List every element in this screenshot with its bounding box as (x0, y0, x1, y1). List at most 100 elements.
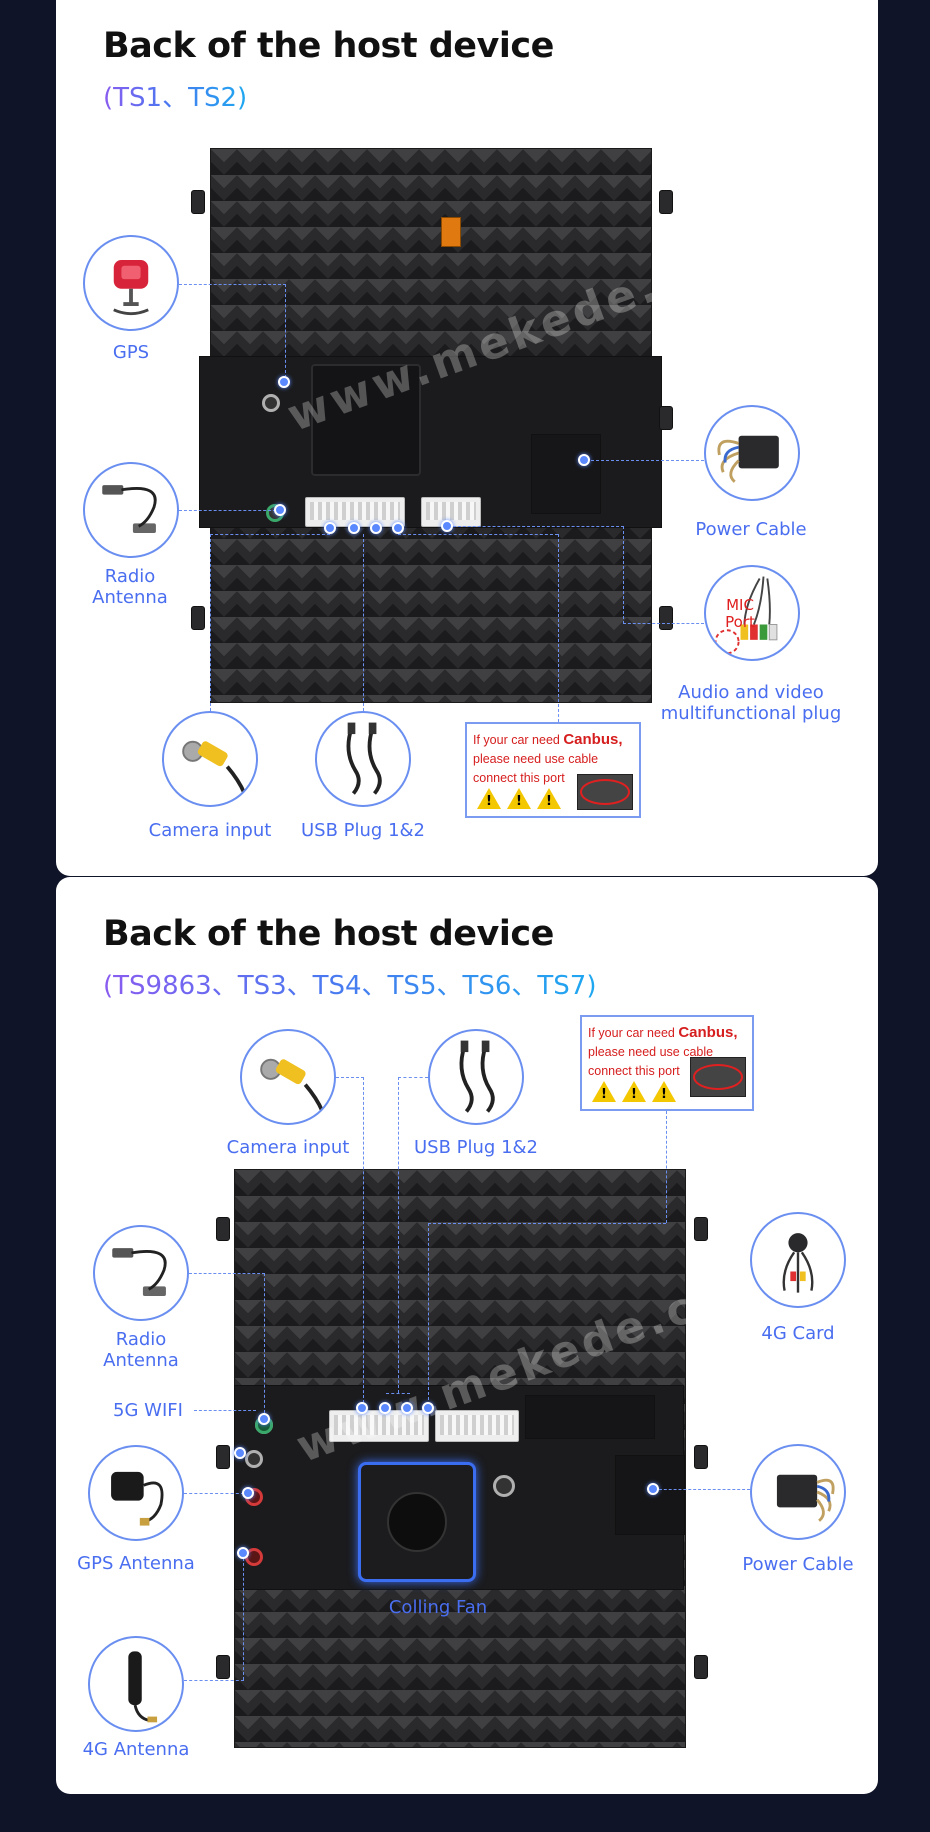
av-dot (441, 520, 453, 532)
gps-callout-image (83, 235, 179, 331)
gps-port (262, 394, 280, 412)
camera-leader (210, 534, 330, 535)
usb-leader (386, 1393, 410, 1394)
canbus-highlight-ring (693, 1064, 743, 1090)
radio-antenna-callout-image (83, 462, 179, 558)
canbus-line-2: please need use cable (473, 752, 599, 766)
power-cable-icon (776, 1474, 835, 1522)
canbus-leader (666, 1111, 667, 1223)
gps-antenna-label: GPS Antenna (77, 1553, 195, 1574)
audio-video-callout-image (704, 565, 800, 661)
av-leader (623, 623, 704, 624)
power-cable-callout-image (750, 1444, 846, 1540)
radio-antenna-cable-icon (112, 1248, 167, 1296)
camera-dot (324, 522, 336, 534)
power-dot (647, 1483, 659, 1495)
cooling-fan-label: Colling Fan (388, 1597, 488, 1618)
mount-tab (659, 606, 673, 630)
av-leader (448, 526, 624, 527)
mount-tab (191, 190, 205, 214)
canbus-leader (428, 1223, 429, 1400)
usb-plug-label: USB Plug 1&2 (300, 820, 426, 841)
gps-dot (278, 376, 290, 388)
canbus-line-2: please need use cable (588, 1045, 714, 1059)
radio-leader (264, 1273, 265, 1413)
av-leader (623, 526, 624, 624)
audio-video-label-2: multifunctional plug (660, 703, 842, 724)
warning-icon (592, 1081, 616, 1104)
camera-leader (210, 534, 211, 711)
5g-wifi-port (245, 1450, 263, 1468)
camera-leader (336, 1077, 364, 1078)
gps-antenna-dot (242, 1487, 254, 1499)
4g-antenna-icon (128, 1651, 158, 1723)
radio-antenna-cable-icon (102, 485, 157, 533)
power-cable-callout-image (704, 405, 800, 501)
usb-plug-callout-image (315, 711, 411, 807)
usb-dot-1 (348, 522, 360, 534)
usb-leader (363, 534, 364, 711)
canbus-leader (558, 534, 559, 722)
power-cable-label: Power Cable (695, 519, 807, 540)
heatsink (311, 364, 421, 476)
canbus-leader (428, 1223, 666, 1224)
mount-tab (694, 1655, 708, 1679)
canbus-port-photo (577, 774, 633, 810)
camera-input-callout-image (240, 1029, 336, 1125)
orange-sticker (441, 217, 461, 247)
cooling-fan (358, 1462, 476, 1582)
usb-dot-2 (401, 1402, 413, 1414)
4g-antenna-leader (184, 1680, 244, 1681)
warning-icon (477, 788, 501, 811)
4g-antenna-label: 4G Antenna (82, 1739, 190, 1760)
camera-dot (356, 1402, 368, 1414)
camera-input-label: Camera input (226, 1137, 350, 1158)
4g-card-icon (782, 1233, 814, 1293)
usb-plug-callout-image (428, 1029, 524, 1125)
canbus-note: If your car need Canbus, please need use… (465, 722, 641, 818)
usb-camera-connector (329, 1410, 429, 1442)
host-device-back: www.mekede.com (199, 148, 774, 703)
mount-tab (694, 1445, 708, 1469)
canbus-port-photo (690, 1057, 746, 1097)
gps-antenna-leader (184, 1493, 244, 1494)
radio-antenna-callout-image (93, 1225, 189, 1321)
canbus-dot (422, 1402, 434, 1414)
warning-icon (537, 788, 561, 811)
radio-antenna-label-1: Radio (104, 566, 156, 587)
section-ts9863-ts7: Back of the host device (TS9863、TS3、TS4、… (56, 877, 878, 1794)
power-socket (615, 1455, 685, 1535)
radio-leader (189, 1273, 265, 1274)
mount-tab (216, 1217, 230, 1241)
usb-cable-icon (346, 722, 382, 795)
usb-dot-1 (379, 1402, 391, 1414)
canbus-leader (398, 534, 558, 535)
usb-leader (398, 1077, 428, 1078)
section-ts1-ts2: Back of the host device (TS1、TS2) www.me… (56, 0, 878, 876)
canbus-line-3: connect this port (588, 1064, 680, 1078)
canbus-line-3: connect this port (473, 771, 565, 785)
canbus-line-1: If your car need Canbus, (588, 1024, 738, 1041)
mic-port-label-2: Port (725, 613, 755, 631)
4g-card-label: 4G Card (761, 1323, 835, 1344)
power-cable-label: Power Cable (742, 1554, 854, 1575)
radio-antenna-label-1: Radio (115, 1329, 167, 1350)
blank-slot (525, 1395, 655, 1439)
gps-antenna-icon (111, 1471, 164, 1526)
usb-dot-3 (392, 522, 404, 534)
audio-video-plug-icon (714, 576, 778, 655)
gps-leader (179, 284, 286, 285)
mount-tab (659, 190, 673, 214)
wifi-leader (194, 1410, 256, 1411)
warning-icons (477, 788, 561, 811)
section-title: Back of the host device (103, 914, 554, 954)
power-dot (578, 454, 590, 466)
power-cable-icon (717, 435, 779, 483)
warning-icon (652, 1081, 676, 1104)
coaxial-port (493, 1475, 515, 1497)
power-leader (586, 460, 704, 461)
mount-tab (659, 406, 673, 430)
section-subtitle: (TS1、TS2) (103, 77, 247, 114)
camera-input-label: Camera input (148, 820, 272, 841)
camera-rca-cable-icon (182, 740, 247, 795)
